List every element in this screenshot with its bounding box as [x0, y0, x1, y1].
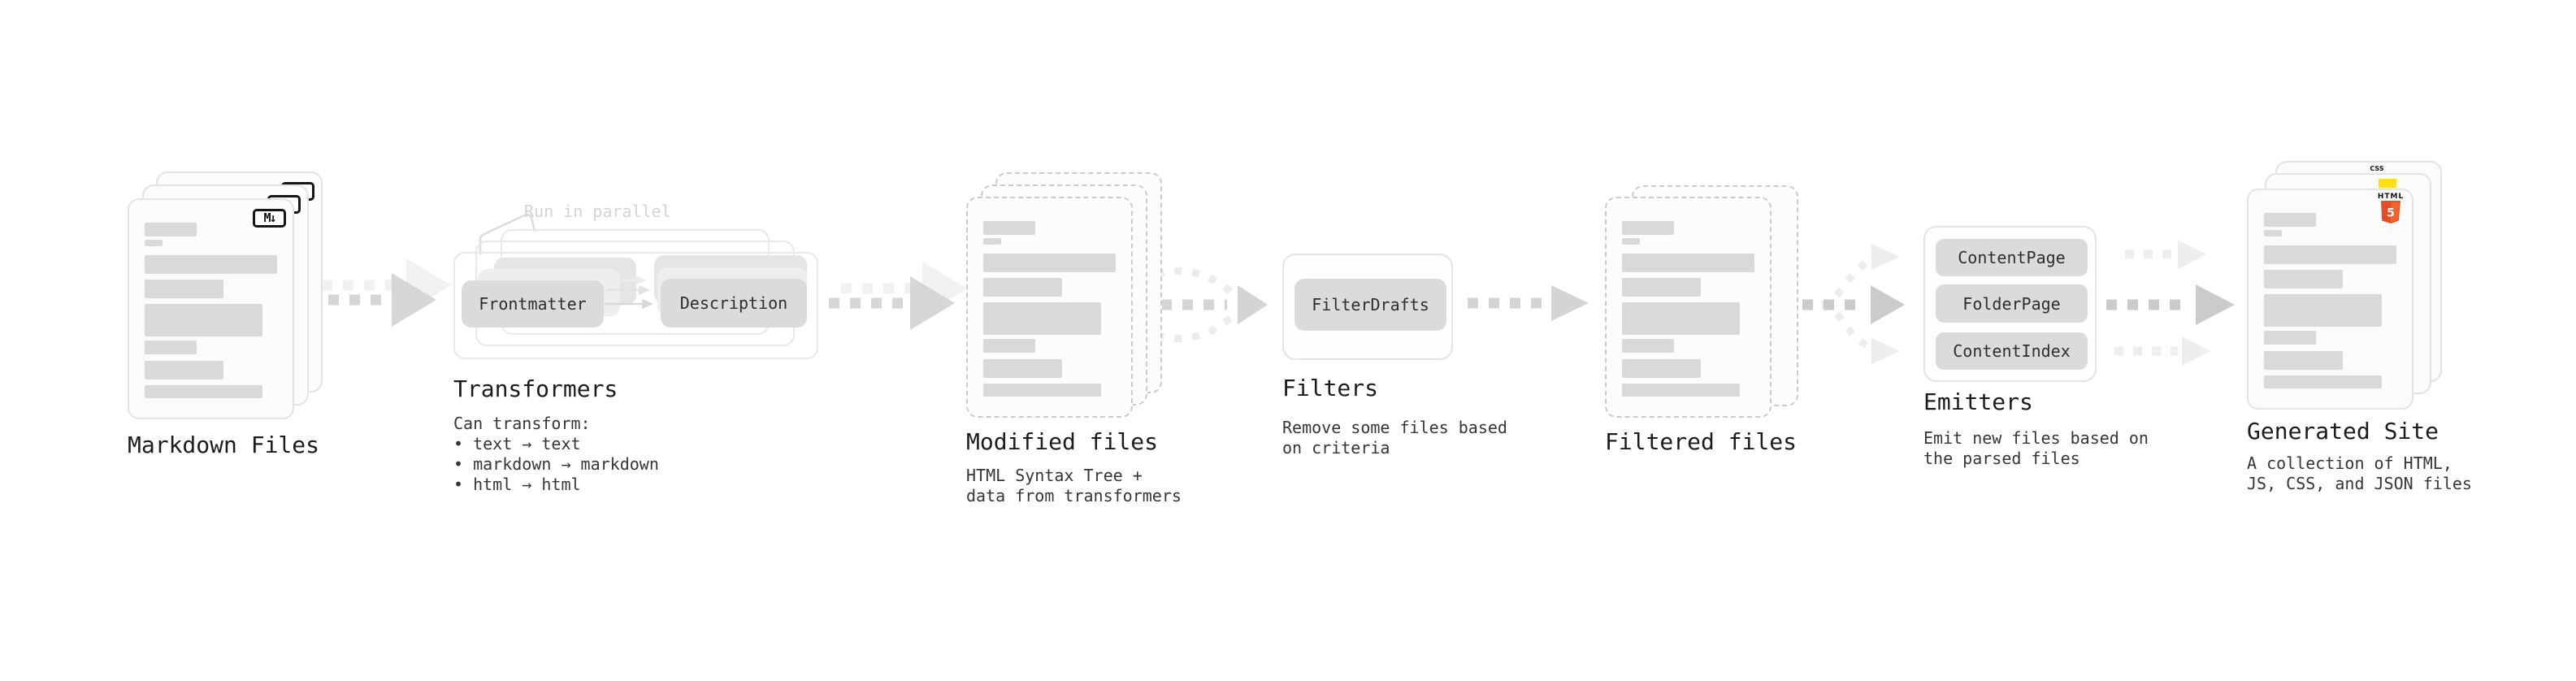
skeleton-line [145, 223, 197, 236]
skeleton-line [2264, 270, 2343, 288]
transformer-panel-front [453, 252, 818, 359]
skeleton-line [1622, 359, 1701, 378]
node-label-modified-files: Modified files [966, 428, 1159, 455]
file-skeleton [2264, 213, 2396, 393]
branch-head-top [1871, 244, 1900, 270]
arrow-transformers-to-modified [829, 262, 967, 330]
skeleton-line [145, 255, 277, 274]
light-arrow-top [2125, 240, 2206, 269]
skeleton-line [145, 361, 223, 380]
skeleton-line [145, 340, 197, 354]
skeleton-line [1622, 254, 1754, 272]
skeleton-line [1622, 384, 1740, 397]
filter-drafts-box: FilterDrafts [1295, 279, 1446, 331]
arrow-modified-to-filters [1138, 267, 1268, 342]
arrow-filtered-to-emitters [1781, 244, 1905, 364]
skeleton-line [983, 238, 1001, 245]
html5-logo-word: HTML [2377, 193, 2405, 201]
skeleton-line [2264, 294, 2382, 327]
skeleton-line [1622, 238, 1640, 245]
markdown-file-card-front: M↓ [128, 198, 294, 419]
html5-shield: 5 [2381, 201, 2400, 223]
file-skeleton [145, 223, 277, 403]
skeleton-line [983, 278, 1062, 297]
ghost-arrow [322, 258, 451, 312]
content-page-emitter-box: ContentPage [1936, 239, 2088, 276]
arrow-markdown-to-transformers [307, 258, 451, 327]
node-label-markdown-files: Markdown Files [128, 432, 320, 458]
generated-file-card-front: HTML 5 [2247, 189, 2413, 410]
branch-curve-top [1820, 258, 1870, 309]
node-label-emitters: Emitters [1923, 388, 2033, 415]
skeleton-line [2264, 375, 2382, 388]
skeleton-line [2264, 230, 2282, 236]
skeleton-line [1622, 221, 1674, 235]
skeleton-line [983, 254, 1116, 272]
main-arrow-middle [2106, 284, 2235, 325]
skeleton-line [2264, 351, 2343, 370]
content-index-emitter-box: ContentIndex [1936, 332, 2088, 370]
folder-page-emitter-box: FolderPage [1936, 284, 2088, 323]
skeleton-line [983, 221, 1035, 235]
node-desc-filters: Remove some files based on criteria [1282, 418, 1507, 458]
skeleton-line [2264, 245, 2396, 264]
skeleton-line [145, 385, 262, 398]
skeleton-line [1622, 339, 1674, 353]
skeleton-line [2264, 331, 2316, 345]
node-label-filters: Filters [1282, 375, 1379, 401]
arrow-emitters-to-generated [2106, 240, 2235, 366]
node-desc-transformers: Can transform: • text → text • markdown … [453, 414, 659, 494]
transformer-flow-mini-arrows [605, 275, 653, 309]
mini-arrow-top [609, 275, 647, 285]
skeleton-line [1622, 278, 1701, 297]
node-desc-generated-site: A collection of HTML, JS, CSS, and JSON … [2247, 453, 2472, 493]
branch-curve-bottom [1820, 301, 1870, 349]
run-in-parallel-leader-line [479, 214, 536, 255]
mini-arrow-bottom [605, 299, 653, 309]
filters-container: FilterDrafts [1282, 254, 1453, 360]
skeleton-line [983, 339, 1035, 353]
file-skeleton [1622, 221, 1754, 401]
js-file-icon [2379, 179, 2396, 188]
skeleton-line [1622, 302, 1740, 335]
node-label-generated-site: Generated Site [2247, 418, 2439, 445]
css-badge-label: CSS [2370, 165, 2384, 172]
description-transformer-box: Description [661, 279, 807, 327]
markdown-icon: M↓ [253, 209, 286, 228]
mini-arrow-middle [607, 285, 650, 295]
skeleton-line [145, 304, 262, 336]
run-in-parallel-annotation: Run in parallel [524, 202, 671, 221]
frontmatter-transformer-box: Frontmatter [462, 280, 604, 327]
modified-file-card-front [966, 197, 1133, 418]
node-desc-emitters: Emit new files based on the parsed files [1923, 428, 2149, 468]
filtered-file-card-front [1605, 197, 1772, 418]
html5-logo-number: 5 [2387, 207, 2395, 220]
skeleton-line [145, 240, 163, 246]
node-label-transformers: Transformers [453, 375, 618, 402]
skeleton-line [983, 359, 1062, 378]
html5-logo-icon: HTML 5 [2377, 193, 2405, 224]
main-head [1871, 285, 1905, 324]
main-arrow [307, 273, 436, 327]
skeleton-line [983, 302, 1101, 335]
node-label-filtered-files: Filtered files [1605, 428, 1798, 455]
arrow-filters-to-filtered [1468, 285, 1589, 321]
skeleton-line [145, 280, 223, 298]
emitters-container: ContentPage FolderPage ContentIndex [1923, 226, 2097, 382]
file-skeleton [983, 221, 1116, 401]
main-head [1238, 285, 1268, 324]
main-arrow [829, 276, 955, 330]
skeleton-line [2264, 213, 2316, 227]
light-arrow-bottom [2114, 336, 2210, 366]
skeleton-line [983, 384, 1101, 397]
node-desc-modified-files: HTML Syntax Tree + data from transformer… [966, 466, 1182, 505]
branch-head-bottom [1871, 338, 1900, 364]
